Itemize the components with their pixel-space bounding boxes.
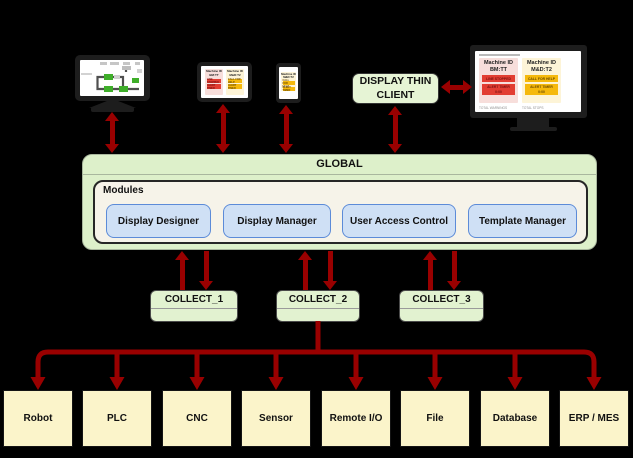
arrow-up-collect2-global <box>298 251 313 290</box>
arrow-down-global-collect3 <box>447 251 462 290</box>
phone-device: Machine ID M&D:T2 CALL FOR HELP ALERT TI… <box>276 63 301 103</box>
andon-card1-title2: BM:TT <box>489 66 508 73</box>
andon-card-red: Machine ID BM:TT LINE STOPPED ALERT TIME… <box>479 58 518 103</box>
arrow-phone-global <box>279 105 294 153</box>
andon-card-amber: Machine ID M&D:T2 CALL FOR HELP ALERT TI… <box>522 58 561 103</box>
tablet-card2-status-banner: CALL FOR HELP <box>228 77 242 84</box>
collect-3-node: COLLECT_3 <box>399 290 484 322</box>
collect-2-divider <box>277 308 359 309</box>
module-display-manager: Display Manager <box>223 204 331 238</box>
module-user-access-control: User Access Control <box>342 204 456 238</box>
source-erp-mes: ERP / MES <box>559 390 629 447</box>
tablet-machine-card-amber: Machine ID M&D:T2 CALL FOR HELP ALERT TI… <box>226 69 244 95</box>
andon-card1-title1: Machine ID <box>483 60 514 66</box>
arrow-tablet-global <box>216 104 231 153</box>
tablet-device: Machine ID BM:TT LINE STOPPED ALERT TIME… <box>197 62 252 102</box>
flowchart-thumbnail <box>81 62 142 92</box>
collect-3-divider <box>400 308 483 309</box>
modules-label: Modules <box>103 185 144 196</box>
source-bus-arrows <box>30 321 602 390</box>
source-robot: Robot <box>3 390 73 447</box>
tablet-card1-title1: Machine ID <box>206 69 222 73</box>
global-divider <box>83 174 596 175</box>
monitor-stand <box>89 101 136 108</box>
andon-card2-timer-banner: ALERT TIMER 0:00 <box>525 84 558 96</box>
tablet-card2-title1: Machine ID <box>227 69 243 73</box>
tablet-screen: Machine ID BM:TT LINE STOPPED ALERT TIME… <box>201 66 248 98</box>
andon-monitor-screen: Machine ID BM:TT LINE STOPPED ALERT TIME… <box>475 51 581 112</box>
arrow-down-global-collect1 <box>199 251 214 290</box>
collect-1-node: COLLECT_1 <box>150 290 238 322</box>
collect-3-label: COLLECT_3 <box>412 293 471 305</box>
andon-screen-title-bar <box>479 53 520 56</box>
source-remote-io: Remote I/O <box>321 390 391 447</box>
andon-monitor: Machine ID BM:TT LINE STOPPED ALERT TIME… <box>470 45 587 118</box>
arrow-up-collect3-global <box>423 251 438 290</box>
source-database: Database <box>480 390 550 447</box>
andon-card2-title1: Machine ID <box>526 60 557 66</box>
phone-card-title2: M&D:T2 <box>283 75 294 80</box>
source-plc: PLC <box>82 390 152 447</box>
phone-machine-card: Machine ID M&D:T2 CALL FOR HELP ALERT TI… <box>281 72 296 91</box>
tablet-card1-timer-banner: ALERT TIMER <box>207 84 221 90</box>
arrow-down-global-collect2 <box>323 251 338 290</box>
global-title: GLOBAL <box>316 158 363 170</box>
monitor-stand-base <box>91 107 134 112</box>
arrow-desktop-global <box>105 112 120 153</box>
andon-footer-warnings: TOTAL WARNINGS <box>479 106 508 110</box>
desktop-monitor <box>75 55 150 101</box>
collect-1-divider <box>151 308 237 309</box>
tablet-card2-timer-banner: ALERT TIMER <box>228 84 242 90</box>
phone-screen: Machine ID M&D:T2 CALL FOR HELP ALERT TI… <box>279 67 298 99</box>
andon-card1-timer-banner: ALERT TIMER 0:00 <box>482 84 515 96</box>
tablet-machine-card-red: Machine ID BM:TT LINE STOPPED ALERT TIME… <box>205 69 223 95</box>
andon-card2-status-banner: CALL FOR HELP <box>525 75 558 83</box>
source-sensor: Sensor <box>241 390 311 447</box>
modules-container: Modules Display Designer Display Manager… <box>93 180 588 244</box>
arrow-thinclient-andon <box>441 80 472 95</box>
arrow-thinclient-global <box>388 106 403 153</box>
arrow-up-collect1-global <box>175 251 190 290</box>
collect-1-label: COLLECT_1 <box>164 293 224 305</box>
andon-card1-status-banner: LINE STOPPED <box>482 75 515 83</box>
andon-monitor-stand <box>517 118 549 128</box>
andon-monitor-stand-base <box>510 127 557 131</box>
tablet-card1-title2: BM:TT <box>209 72 219 77</box>
display-thin-client-node: DISPLAY THIN CLIENT <box>352 73 439 104</box>
phone-card-timer-banner: ALERT TIMER <box>282 86 295 91</box>
phone-card-title1: Machine ID <box>281 72 296 76</box>
tablet-card1-status-banner: LINE STOPPED <box>207 78 221 84</box>
collect-2-label: COLLECT_2 <box>288 293 348 305</box>
andon-card2-title2: M&D:T2 <box>531 66 552 73</box>
global-container: GLOBAL Modules Display Designer Display … <box>82 154 597 250</box>
phone-card-status-banner: CALL FOR HELP <box>282 79 295 88</box>
module-display-designer: Display Designer <box>106 204 211 238</box>
andon-footer-stops: TOTAL STOPS <box>522 106 544 110</box>
desktop-monitor-screen <box>80 60 144 96</box>
source-file: File <box>400 390 470 447</box>
source-cnc: CNC <box>162 390 232 447</box>
module-template-manager: Template Manager <box>468 204 577 238</box>
tablet-card2-title2: M&D:T2 <box>229 72 241 77</box>
